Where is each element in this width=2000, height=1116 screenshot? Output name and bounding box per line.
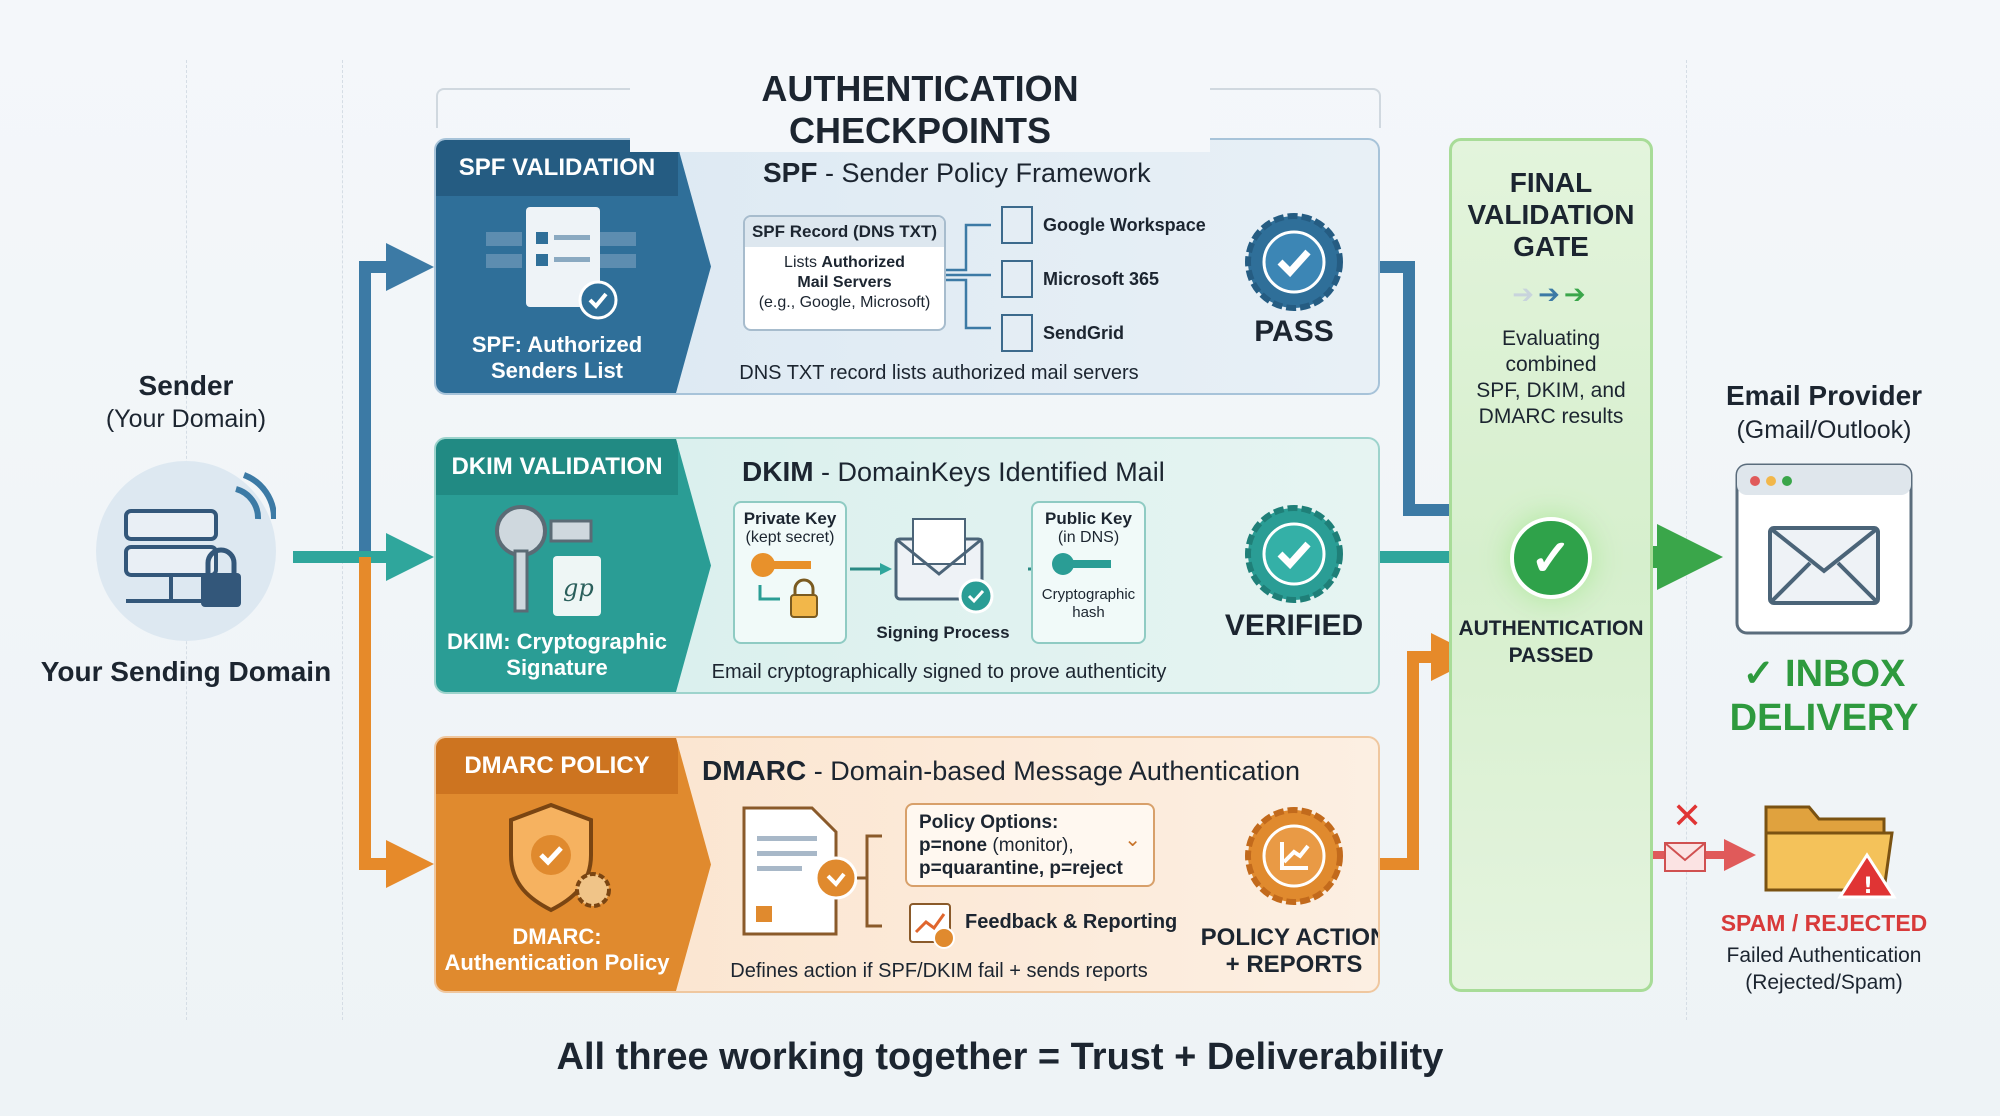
chevron-down-icon: ⌄ [1124,829,1141,851]
svg-text:!: ! [1863,874,1873,899]
private-key-icon [751,553,818,618]
dmarc-result: POLICY ACTION+ REPORTS [1200,924,1380,978]
spf-record-header: SPF Record (DNS TXT) [745,217,944,247]
server-item: Google Workspace [1001,206,1206,244]
feedback-chart-icon [909,903,955,949]
gate-arrows-icon: ➔➔➔ [1512,279,1590,309]
signing-label: Signing Process [876,623,1010,642]
dkim-band: DKIM VALIDATION gp DKIM: Cryptographic S… [436,439,711,692]
dmarc-band-caption-1: DMARC: [512,924,602,949]
dmarc-band-label: DMARC POLICY [436,738,678,794]
dmarc-title: DMARC - Domain-based Message Authenticat… [702,755,1300,786]
spf-branch-lines [946,223,991,330]
public-key-icon [1052,553,1111,575]
arrow-to-dmarc [359,557,434,888]
email-inbox-window-icon [1735,463,1913,635]
svg-text:gp: gp [563,574,594,602]
server-icon [1001,314,1033,352]
dmarc-panel: DMARC POLICY DMARC: Authentication Polic… [434,736,1380,993]
dkim-result: VERIFIED [1224,609,1364,642]
dmarc-document-icon [742,806,882,936]
spf-result: PASS [1254,315,1334,348]
server-item: Microsoft 365 [1001,260,1159,298]
server-icon [1001,260,1033,298]
provider-heading: Email Provider [1725,380,1923,411]
footer-tagline: All three working together = Trust + Del… [556,1036,1444,1078]
feedback-label: Feedback & Reporting [965,911,1178,933]
dkim-title: DKIM - DomainKeys Identified Mail [742,456,1165,487]
sending-server-icon [96,461,278,641]
spam-description: Failed Authentication(Rejected/Spam) [1726,944,1922,994]
spf-list-icon [486,207,636,320]
arrow-dmarc-to-gate [1360,633,1479,870]
sender-heading: Sender [138,370,234,401]
public-key-box: Public Key (in DNS) Cryptographic hash [1031,501,1146,644]
grid-line [342,60,343,1020]
spf-title: SPF - Sender Policy Framework [763,157,1151,188]
dkim-band-caption-2: Signature [506,655,608,680]
reject-x-icon: ✕ [1672,796,1702,837]
spf-band-caption-2: Senders List [490,358,624,383]
spf-pass-badge-icon [1245,213,1343,311]
spam-heading: SPAM / REJECTED [1720,910,1928,936]
dmarc-band-caption-2: Authentication Policy [444,950,670,975]
dkim-caption: Email cryptographically signed to prove … [711,661,1167,683]
dkim-band-caption-1: DKIM: Cryptographic [447,629,667,654]
arrow-spf-to-gate [1360,261,1499,534]
dkim-band-label: DKIM VALIDATION [436,439,678,495]
spam-folder-icon: ! [1764,805,1897,899]
dmarc-shield-icon [509,802,611,913]
sender-subheading: (Your Domain) [105,405,267,433]
rejected-envelope-icon [1664,842,1706,872]
dkim-panel: DKIM VALIDATION gp DKIM: Cryptographic S… [434,437,1380,694]
dkim-key-icon: gp [495,505,601,616]
sender-label: Your Sending Domain [40,656,332,687]
authentication-check-icon: ✓ [1510,517,1592,599]
spf-caption: DNS TXT record lists authorized mail ser… [739,362,1139,384]
private-key-box: Private Key (kept secret) [733,501,847,644]
dmarc-caption: Defines action if SPF/DKIM fail + sends … [730,960,1148,982]
server-item: SendGrid [1001,314,1124,352]
spf-band-caption-1: SPF: Authorized [471,332,643,357]
dmarc-action-badge-icon [1245,807,1343,905]
spf-band: SPF VALIDATION SPF: Authorized Senders L… [436,140,711,393]
dmarc-band: DMARC POLICY DMARC: Authentication Polic… [436,738,711,991]
dkim-verified-badge-icon [1245,505,1343,603]
signing-envelope-icon [894,518,994,614]
policy-options-dropdown[interactable]: Policy Options: p=none (monitor), p=quar… [905,803,1155,887]
spf-panel: SPF VALIDATION SPF: Authorized Senders L… [434,138,1380,395]
provider-subheading: (Gmail/Outlook) [1736,416,1912,444]
page-title: AUTHENTICATION CHECKPOINTS [630,68,1210,152]
server-icon [1001,206,1033,244]
